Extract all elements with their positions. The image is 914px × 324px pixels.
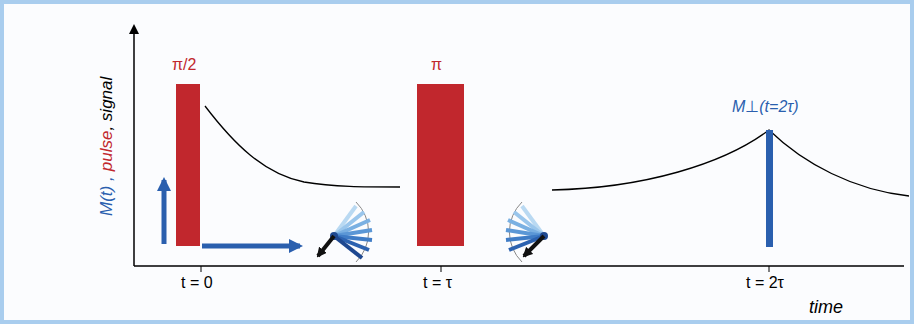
pulse-label: π/2: [172, 56, 196, 74]
dephasing-fan: [318, 202, 372, 262]
time-tick-label: t = 2τ: [746, 274, 784, 292]
axis-title-part: , signal: [97, 77, 116, 131]
echo-curve: [552, 130, 909, 196]
refocusing-fan: [506, 202, 548, 262]
axis-title-part: pulse: [97, 131, 116, 172]
magnetization-arrow: [202, 244, 300, 249]
fid-curve: [205, 106, 400, 187]
pulse-90: [176, 84, 200, 246]
magnetization-arrow: [162, 180, 167, 244]
axis-title: time: [809, 298, 843, 318]
pulse-label: π: [431, 56, 442, 74]
y-axis: [133, 26, 135, 266]
echo-signal-bar: [766, 130, 773, 247]
signal-label: M⊥(t=2τ): [732, 98, 799, 116]
x-axis: [134, 265, 904, 267]
pulse-180: [417, 84, 464, 246]
axis-title: M(t) , pulse, signal: [98, 77, 117, 216]
time-tick-label: t = τ: [423, 274, 452, 292]
time-tick-label: t = 0: [181, 274, 213, 292]
axis-title-part: M(t) ,: [97, 176, 116, 216]
